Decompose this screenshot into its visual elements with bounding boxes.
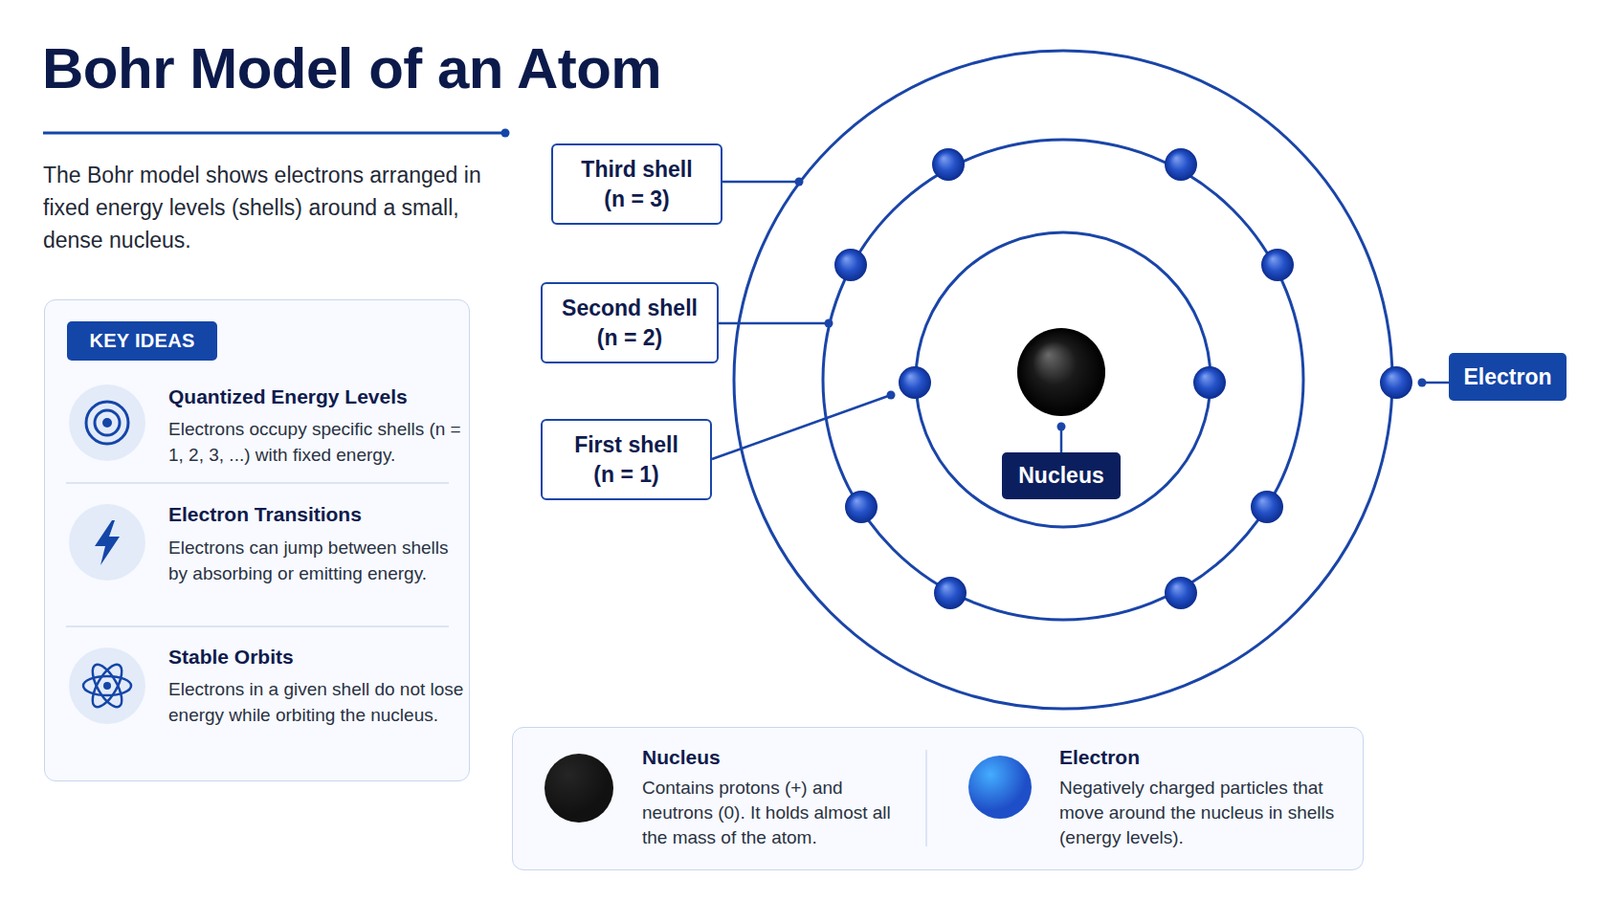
- nucleus-tag: Nucleus: [1001, 452, 1121, 500]
- electron-sphere: [898, 366, 932, 400]
- section-badge: KEY IDEAS: [66, 321, 218, 361]
- electron-sphere: [1164, 577, 1198, 610]
- electron-sphere: [834, 248, 867, 282]
- diagram-title: Bohr Model of an Atom: [42, 40, 662, 98]
- leader-dot: [795, 177, 804, 187]
- idea-heading: Stable Orbits: [168, 644, 469, 670]
- leader-dot: [1418, 378, 1427, 388]
- electron-sphere: [1193, 366, 1226, 400]
- legend-heading: Electron: [1059, 745, 1140, 771]
- box-text: Third shell: [580, 155, 692, 185]
- shell-orbit: [733, 50, 1393, 710]
- box-text: Nucleus: [1018, 463, 1104, 489]
- leader-line: [1422, 381, 1449, 385]
- leader-dot: [824, 319, 834, 329]
- box-text: (n = 2): [597, 323, 663, 354]
- box-text: First shell: [574, 430, 679, 461]
- description-text: Electrons occupy specific shells (n = 1,…: [168, 416, 469, 468]
- leader-line: [711, 395, 891, 460]
- shell-label-box: Third shell(n = 3): [551, 143, 723, 225]
- title-underline: [43, 132, 503, 135]
- legend-swatch: [968, 755, 1032, 820]
- description-text: Contains protons (+) and neutrons (0). I…: [642, 776, 906, 851]
- leader-line: [722, 180, 800, 184]
- nucleus-sphere: [1017, 328, 1106, 417]
- shell-label-box: First shell(n = 1): [540, 419, 712, 501]
- electron-sphere: [1250, 490, 1284, 524]
- idea-heading: Electron Transitions: [168, 502, 469, 528]
- electron-sphere: [844, 490, 878, 524]
- description-text: Electrons can jump between shells by abs…: [168, 534, 469, 587]
- box-text: Electron: [1463, 364, 1552, 391]
- leader-dot: [1057, 422, 1067, 432]
- leader-line: [718, 322, 829, 326]
- shell-orbit: [915, 232, 1211, 528]
- idea-heading: Quantized Energy Levels: [168, 384, 469, 410]
- box-text: KEY IDEAS: [88, 330, 195, 353]
- leader-line: [1060, 424, 1064, 453]
- legend-heading: Nucleus: [642, 745, 721, 771]
- intro-text: The Bohr model shows electrons arranged …: [43, 158, 512, 257]
- description-text: Electrons in a given shell do not lose e…: [168, 676, 469, 729]
- electron-sphere: [932, 148, 965, 181]
- legend-swatch: [544, 754, 614, 823]
- electron-sphere: [1261, 248, 1294, 282]
- underline-dot: [501, 129, 511, 138]
- box-text: (n = 1): [593, 460, 659, 490]
- electron-sphere: [1164, 148, 1198, 181]
- key-ideas-panel: Quantized Energy LevelsElectrons occupy …: [44, 299, 470, 782]
- box-text: (n = 3): [603, 184, 669, 215]
- description-text: Negatively charged particles that move a…: [1059, 776, 1342, 851]
- leader-dot: [887, 391, 896, 400]
- electron-sphere: [1379, 366, 1413, 400]
- legend-panel: Contains protons (+) and neutrons (0). I…: [511, 727, 1364, 871]
- shell-label-box: Second shell(n = 2): [540, 282, 719, 364]
- shell-orbit: [822, 139, 1304, 621]
- box-text: Second shell: [561, 293, 698, 324]
- electron-tag: Electron: [1448, 353, 1567, 401]
- electron-sphere: [933, 577, 967, 610]
